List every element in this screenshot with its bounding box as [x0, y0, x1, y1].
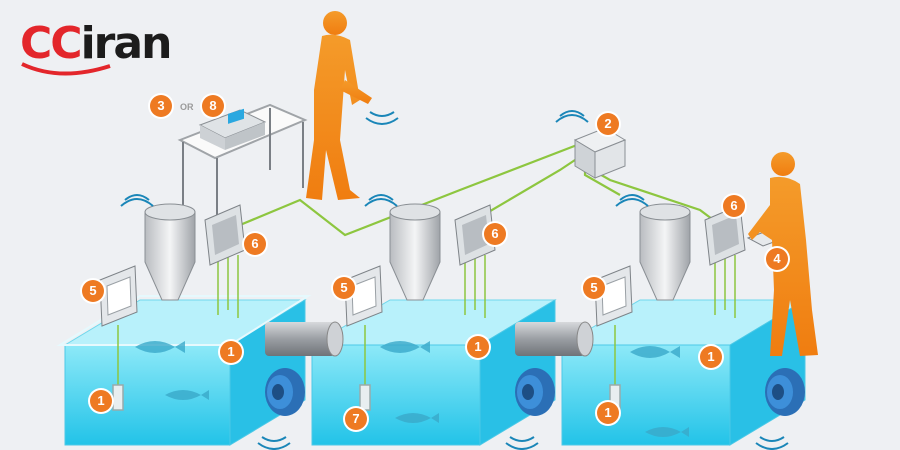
- callout-1-tank1-top: 1: [220, 341, 242, 363]
- callout-1-tank1-bottom: 1: [90, 390, 112, 412]
- callout-6-tank2: 6: [484, 223, 506, 245]
- callout-4: 4: [766, 248, 788, 270]
- callout-6-tank1: 6: [244, 233, 266, 255]
- pump-2: [515, 368, 555, 416]
- control-box-1: [205, 205, 245, 265]
- callout-5-tank3: 5: [583, 277, 605, 299]
- callout-5-tank2: 5: [333, 277, 355, 299]
- person-standing: [306, 11, 372, 200]
- callout-3: 3: [150, 95, 172, 117]
- callout-1-tank3-top: 1: [700, 346, 722, 368]
- feed-hopper-2: [390, 204, 440, 300]
- network-hub: [575, 128, 625, 178]
- transfer-pipe-1: [265, 322, 343, 356]
- brand-logo-iran: iran: [81, 18, 171, 69]
- callout-1-tank3-bottom: 1: [597, 402, 619, 424]
- pump-1: [265, 368, 305, 416]
- brand-logo-cc: CC: [20, 18, 81, 69]
- feed-hopper-3: [640, 204, 690, 300]
- callout-8: 8: [202, 95, 224, 117]
- callout-7: 7: [345, 408, 367, 430]
- callout-6-tank3: 6: [723, 195, 745, 217]
- callout-5-tank1: 5: [82, 280, 104, 302]
- callout-2: 2: [597, 113, 619, 135]
- brand-logo: CCiran: [20, 22, 170, 66]
- transfer-pipe-2: [515, 322, 593, 356]
- pump-3: [765, 368, 805, 416]
- tank-1: [60, 296, 308, 445]
- callout-1-tank2-top: 1: [467, 336, 489, 358]
- feed-hopper-1: [145, 204, 195, 300]
- callout-or-label: OR: [180, 102, 194, 112]
